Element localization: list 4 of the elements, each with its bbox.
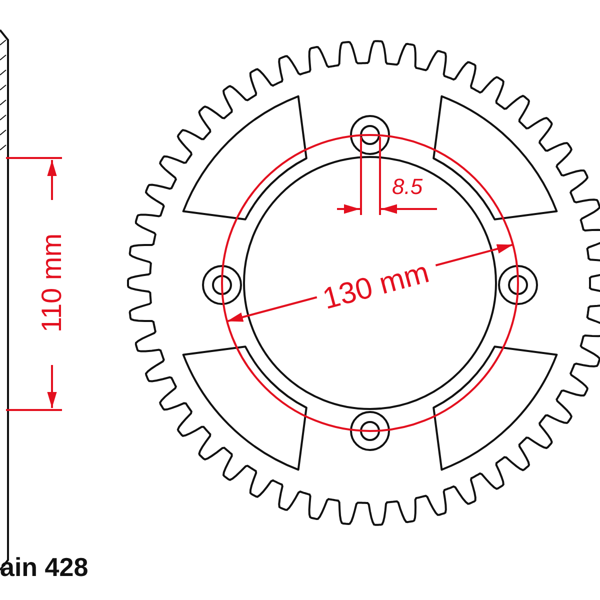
dimension-label: 130 mm	[319, 256, 433, 316]
dimension-label: 8.5	[392, 173, 423, 201]
chain-size-label: ain 428	[0, 551, 88, 584]
dimension-label: 110 mm	[36, 233, 67, 333]
